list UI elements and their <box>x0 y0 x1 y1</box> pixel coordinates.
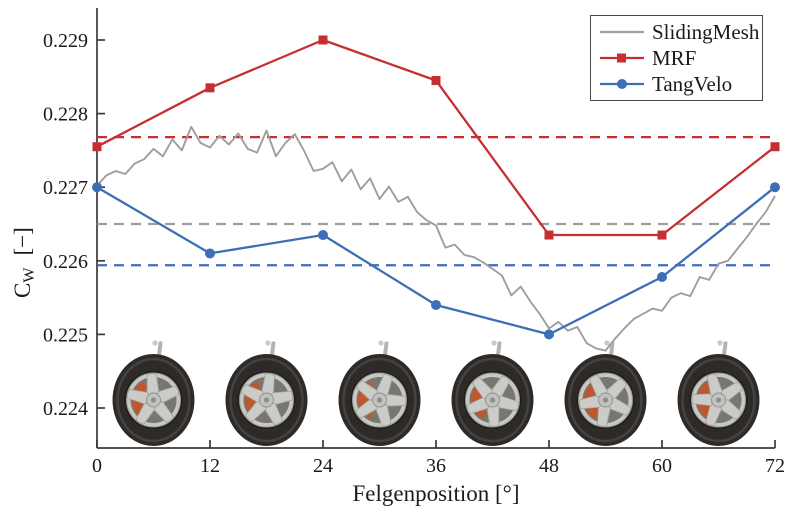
y-tick-label: 0.225 <box>43 324 88 346</box>
wheel-hub-cap <box>376 397 383 403</box>
mrf-data-marker <box>318 35 328 45</box>
wheel-image <box>451 340 534 446</box>
wheel-image <box>564 340 647 446</box>
tangvelo-data-marker <box>318 230 328 241</box>
legend-line-sample-mrf <box>600 53 644 63</box>
wheel-image <box>677 340 760 446</box>
wheel-valve-stem <box>722 341 728 356</box>
wheel-valve-cap <box>717 340 723 346</box>
wheel-tire-sidewall <box>342 357 417 443</box>
wheel-valve-cap <box>378 340 384 346</box>
legend-label-tangvelo: TangVelo <box>652 71 733 96</box>
series-line-tangvelo <box>96 186 776 336</box>
wheel-valve-cap <box>491 340 497 346</box>
wheel-hub-cap <box>602 397 609 403</box>
tangvelo-data-marker <box>431 299 441 310</box>
y-axis-label: CW [−] <box>10 227 39 298</box>
tangvelo-data-marker <box>205 248 215 259</box>
legend-label-mrf: MRF <box>652 45 697 70</box>
y-axis-label-subscript: W <box>21 267 38 283</box>
legend-item-slidingmesh: SlidingMesh <box>597 19 760 45</box>
x-tick-label: 48 <box>539 455 559 477</box>
tangvelo-data-marker <box>92 182 102 193</box>
x-tick-label: 0 <box>92 455 102 477</box>
wheel-tire-sidewall <box>116 357 191 443</box>
wheel-hub-cap <box>489 397 496 403</box>
x-tick-label: 24 <box>313 455 333 477</box>
tangvelo-data-marker <box>657 271 667 282</box>
wheel-valve-stem <box>496 341 502 356</box>
mrf-data-marker <box>92 142 102 152</box>
x-tick-label: 72 <box>765 455 785 477</box>
y-tick-label: 0.224 <box>43 398 88 420</box>
x-axis-label: Felgenposition [°] <box>352 481 520 506</box>
tangvelo-data-marker <box>544 329 554 340</box>
y-tick-label: 0.229 <box>43 30 88 52</box>
wheel-tire-sidewall <box>455 357 530 443</box>
wheel-valve-cap <box>152 340 158 346</box>
wheel-valve-stem <box>383 341 389 356</box>
wheel-valve-stem <box>270 341 276 356</box>
mrf-data-marker <box>544 230 554 240</box>
tangvelo-data-marker <box>770 182 780 193</box>
wheel-spoke <box>384 393 407 407</box>
series-line-slidingmesh <box>96 125 776 352</box>
wheel-valve-cap <box>265 340 271 346</box>
wheel-hub-cap <box>715 397 722 403</box>
wheel-image <box>112 340 195 446</box>
x-tick-label: 12 <box>200 455 220 477</box>
wheel-tire-sidewall <box>681 357 756 443</box>
mrf-data-marker <box>657 230 667 240</box>
legend-line-sample-slidingmesh <box>600 30 644 34</box>
wheel-tire-sidewall <box>568 357 643 443</box>
legend: SlidingMesh MRF TangVelo <box>590 15 763 101</box>
y-tick-label: 0.227 <box>43 177 88 199</box>
wheel-valve-cap <box>604 340 610 346</box>
x-tick-label: 36 <box>426 455 446 477</box>
wheel-image <box>338 340 421 446</box>
y-axis-label-symbol: C <box>10 282 35 298</box>
y-axis-label-units: [−] <box>10 227 35 256</box>
y-tick-label: 0.228 <box>43 104 88 126</box>
y-tick-label: 0.226 <box>43 251 88 273</box>
wheel-image <box>225 340 308 446</box>
legend-label-slidingmesh: SlidingMesh <box>652 19 760 44</box>
legend-line-sample-tangvelo <box>600 79 644 89</box>
wheel-valve-stem <box>157 341 163 356</box>
mrf-data-marker <box>431 75 441 85</box>
mrf-data-marker <box>770 142 780 152</box>
wheel-hub-cap <box>150 397 157 403</box>
legend-item-tangvelo: TangVelo <box>597 72 756 97</box>
legend-item-mrf: MRF <box>597 46 756 71</box>
wheel-hub-cap <box>263 397 270 403</box>
wheel-spoke <box>691 393 714 407</box>
mrf-data-marker <box>205 83 215 93</box>
wheel-tire-sidewall <box>229 357 304 443</box>
x-tick-label: 60 <box>652 455 672 477</box>
